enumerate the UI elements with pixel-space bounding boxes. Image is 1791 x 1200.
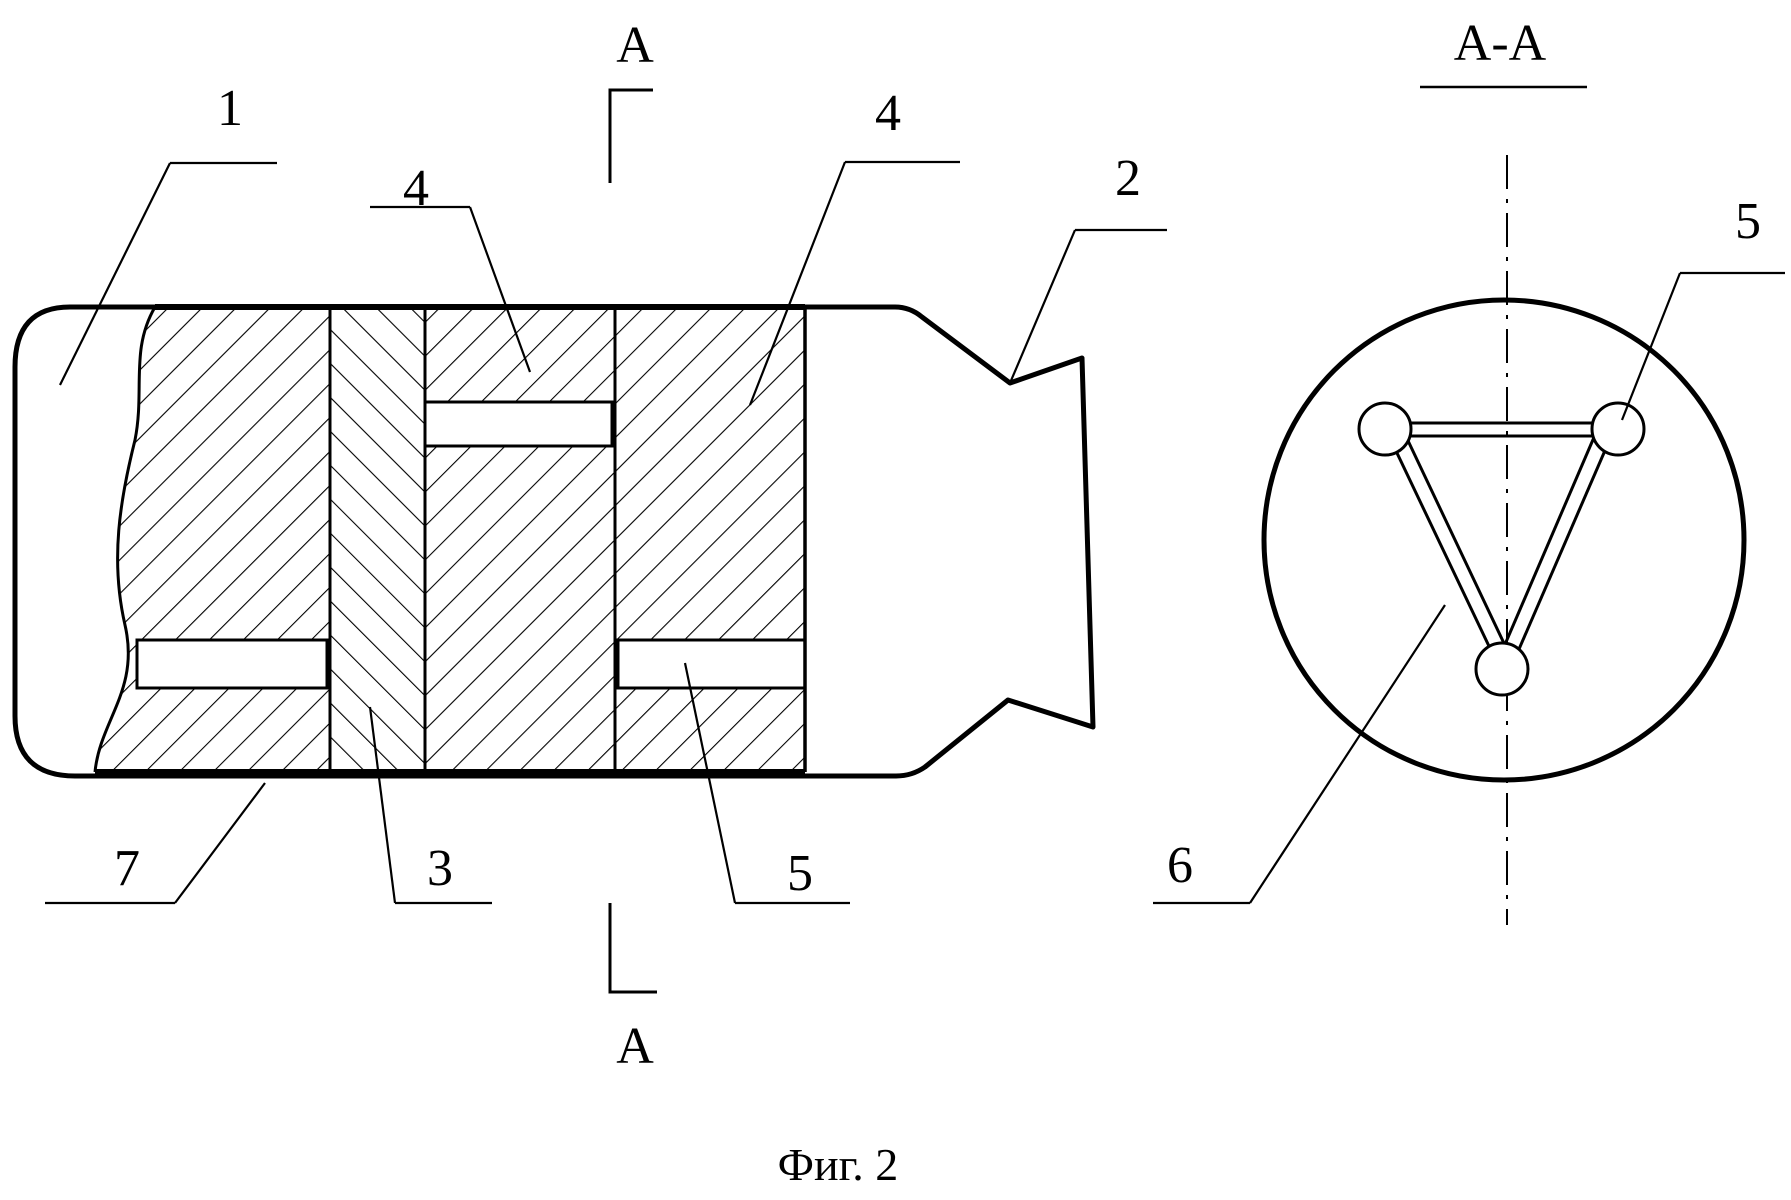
- section-3-hatch: [330, 307, 425, 772]
- channel-node-bottom: [1474, 641, 1530, 697]
- channel-node-right: [1590, 401, 1646, 457]
- section-mark-top: [608, 88, 653, 183]
- section-letter-top: A: [616, 17, 654, 74]
- label-6: 6: [1167, 837, 1193, 894]
- figure-caption: Фиг. 2: [778, 1139, 899, 1190]
- label-1: 1: [217, 80, 243, 137]
- section-right-hatch: [615, 307, 805, 772]
- label-5-main: 5: [787, 845, 813, 902]
- section-view-title: A-A: [1454, 15, 1547, 72]
- section-view: [1153, 85, 1785, 925]
- outer-shell: [12, 304, 1096, 779]
- channel-slot-right: [616, 638, 807, 690]
- channel-slot-left: [135, 638, 329, 690]
- main-view: [12, 88, 1167, 994]
- label-7: 7: [114, 840, 140, 897]
- section-mid-hatch: [425, 307, 615, 772]
- channel-triangle: [1382, 421, 1618, 664]
- channel-node-left: [1357, 401, 1413, 457]
- label-4-right: 4: [875, 85, 901, 142]
- section-letter-bottom: A: [616, 1018, 654, 1075]
- section-circle: [1261, 297, 1747, 783]
- section-left-hatch: [95, 307, 330, 772]
- label-5-section: 5: [1735, 193, 1761, 250]
- label-4-left: 4: [403, 160, 429, 217]
- label-2: 2: [1115, 150, 1141, 207]
- label-3: 3: [427, 840, 453, 897]
- channel-slot-mid: [423, 400, 614, 448]
- section-mark-bottom: [608, 903, 657, 994]
